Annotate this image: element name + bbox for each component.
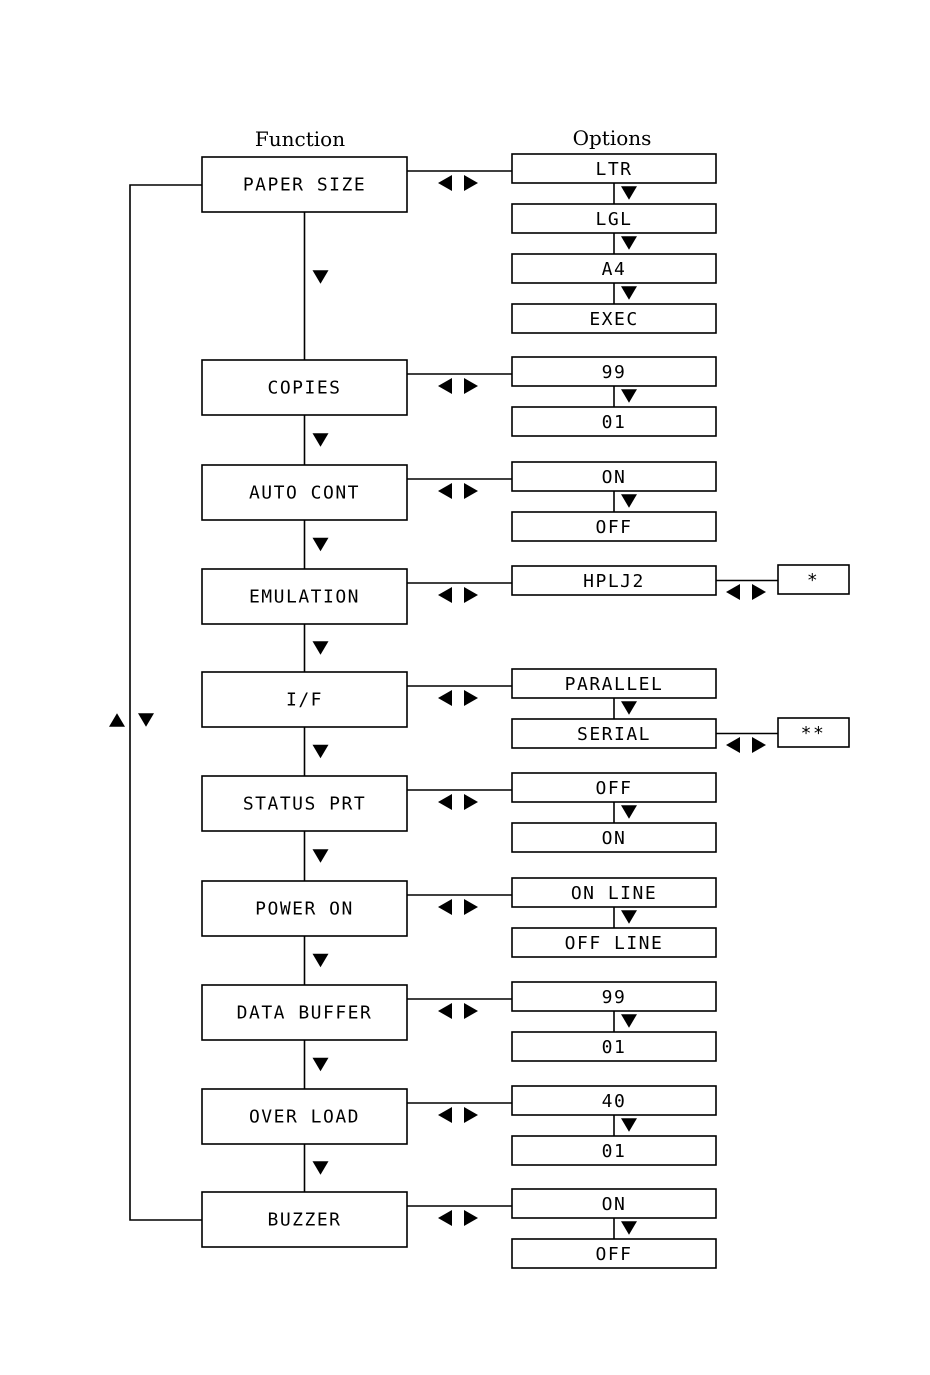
row-7-toggle-left-arrow-icon [438,899,452,915]
row-2-toggle-right-arrow-icon [464,378,478,394]
next-option-arrow-icon [621,236,637,250]
option-label: OFF [595,517,632,538]
row-5-toggle-left-arrow-icon [438,690,452,706]
extra-label: ** [801,723,826,744]
option-label: 99 [602,987,627,1008]
row-8-toggle-right-arrow-icon [464,1003,478,1019]
row-9-toggle-left-arrow-icon [438,1107,452,1123]
row-4-extra-right-arrow-icon [752,584,766,600]
option-label: ON LINE [571,883,657,904]
function-label: EMULATION [249,587,360,608]
option-label: 01 [602,412,627,433]
options-column-header: Options [573,126,652,150]
option-label: PARALLEL [565,674,664,695]
option-label: ON [602,467,627,488]
row-1-toggle-right-arrow-icon [464,175,478,191]
option-label: LTR [595,159,632,180]
option-label: ON [602,828,627,849]
function-label: PAPER SIZE [243,175,366,196]
row-3-toggle-right-arrow-icon [464,483,478,499]
function-label: DATA BUFFER [237,1003,373,1024]
option-label: OFF LINE [565,933,664,954]
function-label: STATUS PRT [243,794,366,815]
row-5-extra-right-arrow-icon [752,737,766,753]
option-label: LGL [595,209,632,230]
option-label: 01 [602,1037,627,1058]
function-column-header: Function [255,127,345,151]
function-label: AUTO CONT [249,483,360,504]
row-3-toggle-left-arrow-icon [438,483,452,499]
function-label: COPIES [267,378,341,399]
next-option-arrow-icon [621,701,637,715]
row-8-toggle-left-arrow-icon [438,1003,452,1019]
option-label: 40 [602,1091,627,1112]
next-option-arrow-icon [621,805,637,819]
next-function-arrow-icon [313,1058,329,1072]
row-2-toggle-left-arrow-icon [438,378,452,394]
next-function-arrow-icon [313,745,329,759]
function-label: POWER ON [255,899,354,920]
next-option-arrow-icon [621,910,637,924]
option-label: OFF [595,778,632,799]
row-9-toggle-right-arrow-icon [464,1107,478,1123]
next-option-arrow-icon [621,494,637,508]
option-label: 01 [602,1141,627,1162]
row-5-extra-left-arrow-icon [726,737,740,753]
next-option-arrow-icon [621,286,637,300]
loop-up-arrow-icon [109,713,125,727]
row-10-toggle-left-arrow-icon [438,1210,452,1226]
next-function-arrow-icon [313,1161,329,1175]
next-function-arrow-icon [313,270,329,284]
row-4-toggle-left-arrow-icon [438,587,452,603]
next-function-arrow-icon [313,641,329,655]
row-5-toggle-right-arrow-icon [464,690,478,706]
option-label: 99 [602,362,627,383]
next-function-arrow-icon [313,849,329,863]
option-label: SERIAL [577,724,651,745]
row-7-toggle-right-arrow-icon [464,899,478,915]
option-label: OFF [595,1244,632,1265]
next-function-arrow-icon [313,433,329,447]
next-function-arrow-icon [313,538,329,552]
next-option-arrow-icon [621,1221,637,1235]
loop-down-arrow-icon [138,713,154,727]
option-label: HPLJ2 [583,571,645,592]
function-label: BUZZER [267,1210,341,1231]
option-label: EXEC [589,309,638,330]
extra-label: * [807,570,819,591]
option-label: A4 [602,259,627,280]
row-4-extra-left-arrow-icon [726,584,740,600]
next-option-arrow-icon [621,186,637,200]
next-option-arrow-icon [621,389,637,403]
function-label: I/F [286,690,323,711]
next-option-arrow-icon [621,1118,637,1132]
row-1-toggle-left-arrow-icon [438,175,452,191]
next-function-arrow-icon [313,954,329,968]
option-label: ON [602,1194,627,1215]
row-6-toggle-left-arrow-icon [438,794,452,810]
row-4-toggle-right-arrow-icon [464,587,478,603]
function-label: OVER LOAD [249,1107,360,1128]
next-option-arrow-icon [621,1014,637,1028]
loop-back-line [130,185,202,1220]
row-6-toggle-right-arrow-icon [464,794,478,810]
row-10-toggle-right-arrow-icon [464,1210,478,1226]
